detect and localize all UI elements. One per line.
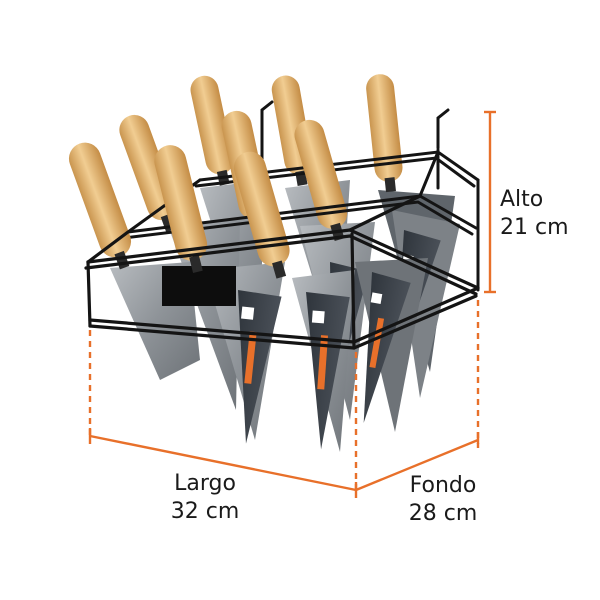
alto-title: Alto [500, 187, 544, 212]
wire-rack-front [84, 194, 480, 350]
label-card [306, 292, 350, 450]
trowel-front-row [68, 142, 428, 452]
price-card [162, 266, 236, 306]
fondo-dimension-line [355, 438, 479, 492]
largo-value: 32 cm [170, 499, 240, 524]
alto-label: Alto 21 cm [500, 186, 584, 242]
fondo-value: 28 cm [408, 501, 478, 526]
largo-title: Largo [174, 471, 236, 496]
trowel-handle [154, 145, 208, 274]
trowel-handle [366, 74, 403, 193]
fondo-label: Fondo 28 cm [388, 472, 498, 528]
alto-value: 21 cm [500, 215, 569, 240]
largo-label: Largo 32 cm [150, 470, 260, 526]
fondo-title: Fondo [409, 473, 477, 498]
label-card [238, 290, 282, 444]
dimension-lines [88, 110, 496, 498]
largo-dimension-line [89, 434, 357, 492]
